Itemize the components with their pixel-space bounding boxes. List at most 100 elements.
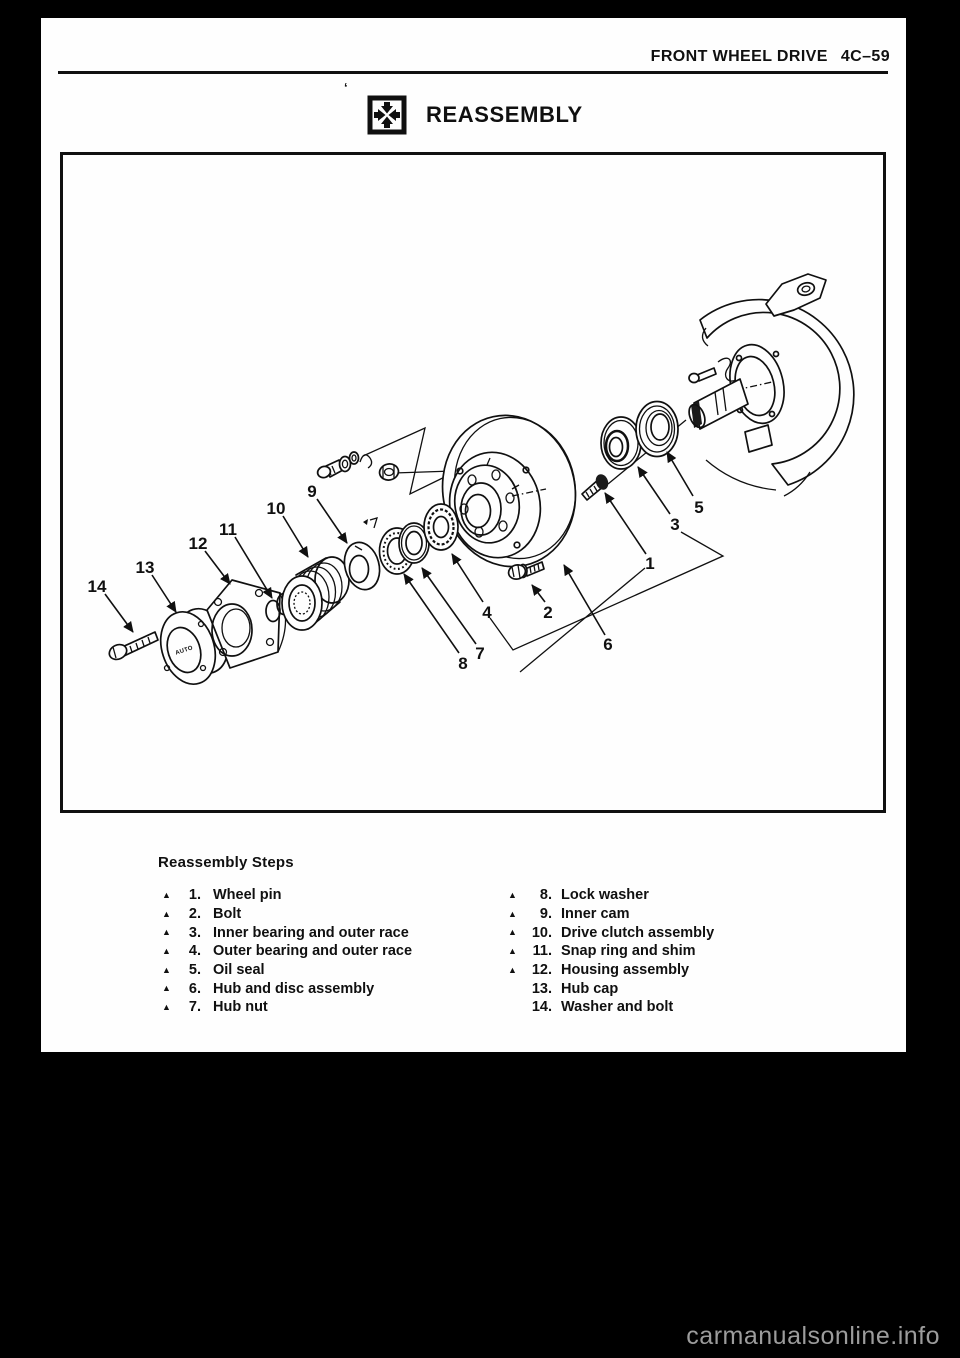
- triangle-marker-icon: ▲: [162, 908, 171, 919]
- part-number-label: 5: [694, 498, 703, 517]
- page-header: FRONT WHEEL DRIVE 4C–59: [651, 48, 890, 66]
- part-inner-cam-9: [343, 541, 381, 591]
- part-wheel-pin-1: [581, 474, 609, 501]
- header-page-code: 4C–59: [840, 48, 890, 65]
- step-label: Hub and disc assembly: [213, 980, 375, 997]
- step-number: 7.: [188, 999, 201, 1016]
- step-number: 6.: [188, 980, 201, 997]
- section-title: REASSEMBLY: [426, 102, 583, 127]
- triangle-marker-icon: ▲: [162, 964, 171, 975]
- step-number: 8.: [539, 887, 552, 904]
- step-label: Drive clutch assembly: [561, 924, 715, 941]
- part-number-label: 13: [136, 558, 155, 577]
- tiny-pin-mark: [363, 517, 378, 529]
- step-number: 2.: [188, 906, 201, 923]
- step-label: Oil seal: [213, 962, 265, 979]
- part-number-label: 8: [458, 654, 467, 673]
- triangle-marker-icon: ▲: [162, 927, 171, 938]
- part-drive-clutch-10: [281, 556, 350, 631]
- part-number-label: 4: [482, 603, 492, 622]
- step-number: 5.: [188, 962, 201, 979]
- step-number: 9.: [539, 906, 552, 923]
- step-row: ▲ 2. Bolt: [162, 905, 412, 924]
- step-number: 14.: [531, 999, 552, 1016]
- step-row: ▲ 11. Snap ring and shim: [508, 942, 714, 961]
- part-hub-cap-13: AUTO: [159, 607, 229, 685]
- step-number: 10.: [531, 924, 552, 941]
- step-number: 1.: [188, 887, 201, 904]
- manual-page: FRONT WHEEL DRIVE 4C–59 ‘ REASSEMBLY: [41, 18, 906, 1052]
- step-label: Hub nut: [213, 999, 268, 1016]
- part-number-label: 14: [88, 577, 107, 596]
- step-row: ▲ 9. Inner cam: [508, 905, 714, 924]
- triangle-marker-icon: ▲: [508, 927, 517, 938]
- steps-column-left: ▲ 1. Wheel pin ▲ 2. Bolt ▲ 3. Inner bearing an…: [162, 886, 412, 1017]
- exploded-view-diagram: AUTO: [88, 273, 855, 685]
- step-label: Bolt: [213, 906, 242, 923]
- step-number: 13.: [531, 980, 552, 997]
- step-row: ▲ 1. Wheel pin: [162, 886, 412, 905]
- step-label: Hub cap: [561, 980, 619, 997]
- step-number: 4.: [188, 943, 201, 960]
- triangle-marker-icon: ▲: [508, 964, 517, 975]
- step-label: Inner cam: [561, 906, 630, 923]
- step-row: ▲ 4. Outer bearing and outer race: [162, 942, 412, 961]
- part-number-label: 12: [189, 534, 208, 553]
- part-washers: [338, 451, 360, 473]
- triangle-marker-icon: ▲: [162, 945, 171, 956]
- step-number: 12.: [531, 962, 552, 979]
- stray-scan-mark: ‘: [344, 80, 348, 95]
- steps-column-right: ▲ 8. Lock washer ▲ 9. Inner cam ▲ 10. Drive cl…: [508, 886, 714, 1017]
- part-number-label: 11: [219, 520, 237, 539]
- part-inner-bearing-3: [600, 416, 642, 470]
- step-row: ▲ 8. Lock washer: [508, 886, 714, 905]
- part-knuckle-backing-plate: [699, 273, 855, 497]
- triangle-marker-icon: ▲: [162, 983, 171, 994]
- step-label: Snap ring and shim: [561, 943, 696, 960]
- part-washer-and-bolt-14: [108, 631, 159, 661]
- triangle-marker-icon: ▲: [162, 1001, 171, 1012]
- triangle-marker-icon: ▲: [508, 945, 517, 956]
- header-section-title: FRONT WHEEL DRIVE: [650, 48, 828, 65]
- step-label: Wheel pin: [213, 887, 282, 904]
- step-label: Lock washer: [561, 887, 649, 904]
- part-number-label: 9: [307, 482, 316, 501]
- part-bolt-2: [507, 561, 545, 580]
- part-number-label: 3: [670, 515, 679, 534]
- step-row: ▲ 12. Housing assembly: [508, 961, 714, 980]
- step-row: ▲ 6. Hub and disc assembly: [162, 979, 412, 998]
- figure-box: AUTO: [60, 152, 886, 813]
- converging-arrows-icon: [367, 95, 407, 135]
- step-label: Outer bearing and outer race: [213, 943, 413, 960]
- part-outer-bearing-4: [423, 503, 459, 551]
- part-housing-12: [206, 579, 287, 669]
- step-row: ▲ 5. Oil seal: [162, 961, 412, 980]
- hub-cap-text: AUTO: [175, 645, 194, 656]
- part-number-label: 2: [543, 603, 552, 622]
- step-row: 14.Washer and bolt: [508, 998, 714, 1017]
- part-hub-nut-7: [398, 522, 430, 564]
- part-hub-and-disc: [441, 414, 577, 568]
- part-number-label: 6: [603, 635, 612, 654]
- step-row: ▲ 7. Hub nut: [162, 998, 412, 1017]
- leader-arrows: [104, 451, 694, 654]
- triangle-marker-icon: ▲: [508, 908, 517, 919]
- part-retainer-clip: [359, 454, 373, 469]
- step-row: 13. Hub cap: [508, 979, 714, 998]
- steps-heading: Reassembly Steps: [158, 854, 294, 871]
- watermark-text: carmanualsonline.info: [686, 1322, 940, 1350]
- part-knuckle-bolt: [688, 367, 717, 384]
- step-label: Inner bearing and outer race: [213, 924, 409, 941]
- step-number: 11.: [532, 943, 552, 960]
- part-spindle: [688, 378, 749, 430]
- triangle-marker-icon: ▲: [508, 889, 517, 900]
- step-number: 3.: [188, 924, 201, 941]
- triangle-marker-icon: ▲: [162, 889, 171, 900]
- part-number-label: 10: [267, 499, 286, 518]
- step-row: ▲ 10. Drive clutch assembly: [508, 923, 714, 942]
- step-label: Housing assembly: [561, 962, 690, 979]
- header-rule: [58, 71, 888, 74]
- step-row: ▲ 3. Inner bearing and outer race: [162, 923, 412, 942]
- part-clip: [717, 357, 737, 382]
